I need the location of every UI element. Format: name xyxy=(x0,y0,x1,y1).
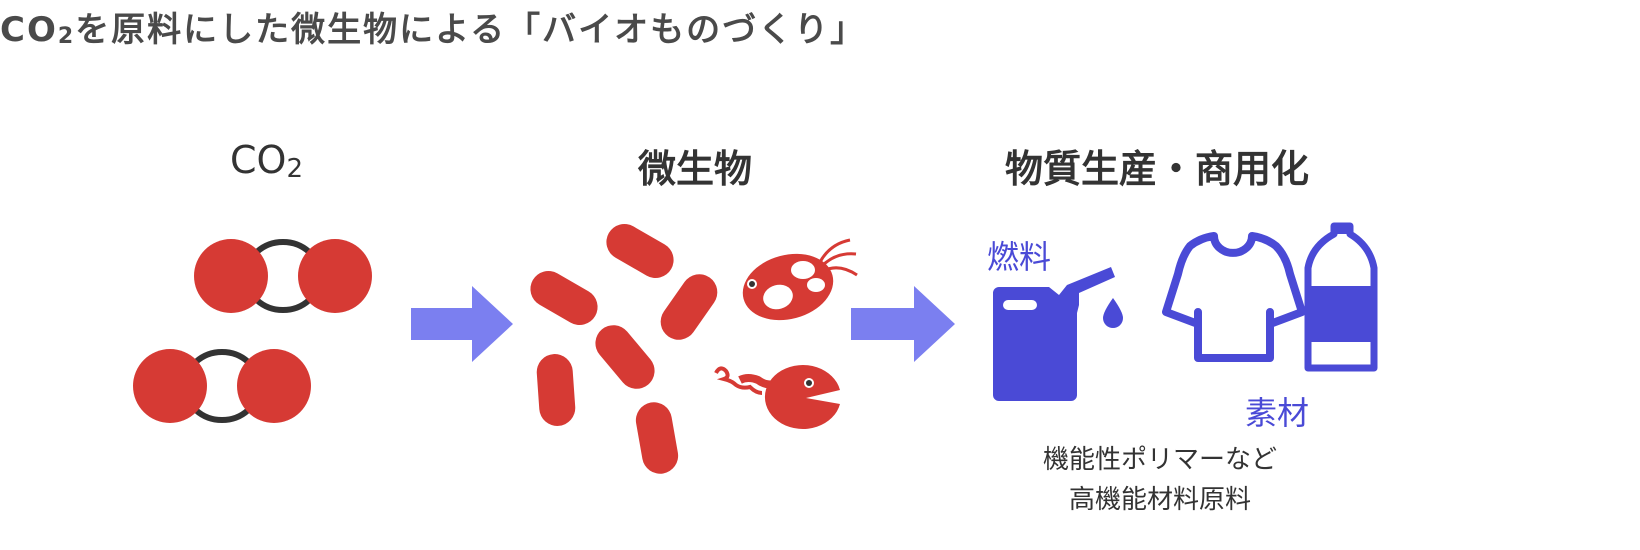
stage-production-heading: 物質生産・商用化 xyxy=(1005,147,1310,191)
material-label: 素材 xyxy=(1245,394,1310,432)
stage-co2-sub: 2 xyxy=(286,154,303,184)
bottle-icon xyxy=(1304,222,1378,372)
bacteria-icon xyxy=(530,224,718,474)
fuel-label: 燃料 xyxy=(987,238,1052,276)
arrow-right-icon xyxy=(411,286,513,362)
arrow-right-icon xyxy=(851,286,955,362)
stage-co2-heading: CO2 xyxy=(230,138,303,184)
fuel-can-icon xyxy=(993,267,1123,401)
description-line-2: 高機能材料原料 xyxy=(1068,485,1251,515)
description-line-1: 機能性ポリマーなど xyxy=(1042,445,1277,475)
microbe-icon xyxy=(714,364,840,429)
stage-microbe-heading: 微生物 xyxy=(638,147,753,191)
co2-molecule-icon xyxy=(194,239,372,313)
title-co: CO xyxy=(0,10,58,50)
page-title: CO2を原料にした微生物による「バイオものづくり」 xyxy=(0,2,866,51)
co2-molecule-icon xyxy=(133,349,311,423)
protozoa-icon xyxy=(742,238,858,321)
tshirt-icon xyxy=(1162,232,1306,362)
product-description: 機能性ポリマーなど 高機能材料原料 xyxy=(1020,440,1300,520)
title-rest: を原料にした微生物による「バイオものづくり」 xyxy=(75,10,867,50)
title-subscript: 2 xyxy=(57,24,76,49)
stage-co2-main: CO xyxy=(230,138,287,182)
